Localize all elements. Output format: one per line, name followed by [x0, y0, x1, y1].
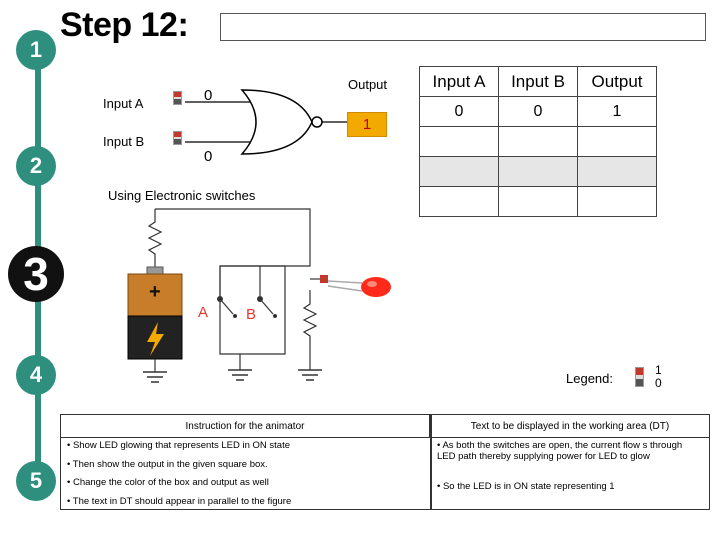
input-b-label: Input B — [103, 134, 145, 149]
legend-switch-icon — [635, 367, 644, 387]
switch-circuit-diagram: + — [127, 208, 391, 383]
nor-gate-icon — [185, 89, 348, 155]
truth-cell — [577, 186, 657, 217]
annotation-divider — [430, 414, 432, 510]
step-1-badge[interactable]: 1 — [16, 30, 56, 70]
table-row — [419, 126, 657, 157]
truth-table-header-row: Input A Input B Output — [419, 66, 657, 97]
truth-cell: 1 — [577, 96, 657, 127]
truth-cell — [419, 186, 499, 217]
truth-header-input-b: Input B — [498, 66, 578, 97]
step-4-badge[interactable]: 4 — [16, 355, 56, 395]
truth-table: Input A Input B Output 0 0 1 — [419, 66, 657, 217]
input-a-label: Input A — [103, 96, 144, 111]
input-b-switch-icon[interactable] — [173, 131, 182, 145]
truth-cell — [577, 156, 657, 187]
truth-cell — [498, 156, 578, 187]
annotation-left-header: Instruction for the animator — [60, 414, 430, 438]
input-a-switch-icon[interactable] — [173, 91, 182, 105]
truth-cell: 0 — [419, 96, 499, 127]
legend-label: Legend: — [566, 371, 613, 386]
truth-cell — [419, 156, 499, 187]
led-icon — [320, 275, 391, 297]
truth-cell: 0 — [498, 96, 578, 127]
legend-on-value: 1 — [655, 363, 662, 377]
svg-text:+: + — [149, 281, 161, 303]
output-label: Output — [348, 77, 388, 92]
table-row — [419, 156, 657, 187]
list-item: • Change the color of the box and output… — [67, 477, 269, 488]
battery-icon: + — [127, 266, 183, 360]
truth-cell — [498, 186, 578, 217]
truth-header-input-a: Input A — [419, 66, 499, 97]
list-item: • So the LED is in ON state representing… — [437, 481, 615, 492]
circuit-caption: Using Electronic switches — [108, 188, 256, 203]
list-item: • As both the switches are open, the cur… — [437, 440, 683, 462]
switch-a-label: A — [198, 304, 209, 321]
output-box: 1 — [347, 112, 387, 137]
truth-header-output: Output — [577, 66, 657, 97]
list-item: • Show LED glowing that represents LED i… — [67, 440, 290, 451]
table-row: 0 0 1 — [419, 96, 657, 127]
input-b-value: 0 — [204, 148, 213, 165]
truth-cell — [419, 126, 499, 157]
title-box — [220, 13, 706, 41]
table-row — [419, 186, 657, 217]
list-item: • Then show the output in the given squa… — [67, 459, 268, 470]
truth-cell — [498, 126, 578, 157]
legend-off-value: 0 — [655, 376, 662, 390]
list-item: • The text in DT should appear in parall… — [67, 496, 292, 507]
legend-values: 1 0 — [655, 364, 662, 390]
step-2-badge[interactable]: 2 — [16, 146, 56, 186]
input-a-value: 0 — [204, 87, 213, 104]
truth-cell — [577, 126, 657, 157]
step-5-badge[interactable]: 5 — [16, 461, 56, 501]
switch-b-label: B — [246, 306, 257, 323]
step-3-badge[interactable]: 3 — [8, 246, 64, 302]
annotation-right-header: Text to be displayed in the working area… — [430, 414, 710, 438]
page-title: Step 12: — [60, 6, 189, 44]
